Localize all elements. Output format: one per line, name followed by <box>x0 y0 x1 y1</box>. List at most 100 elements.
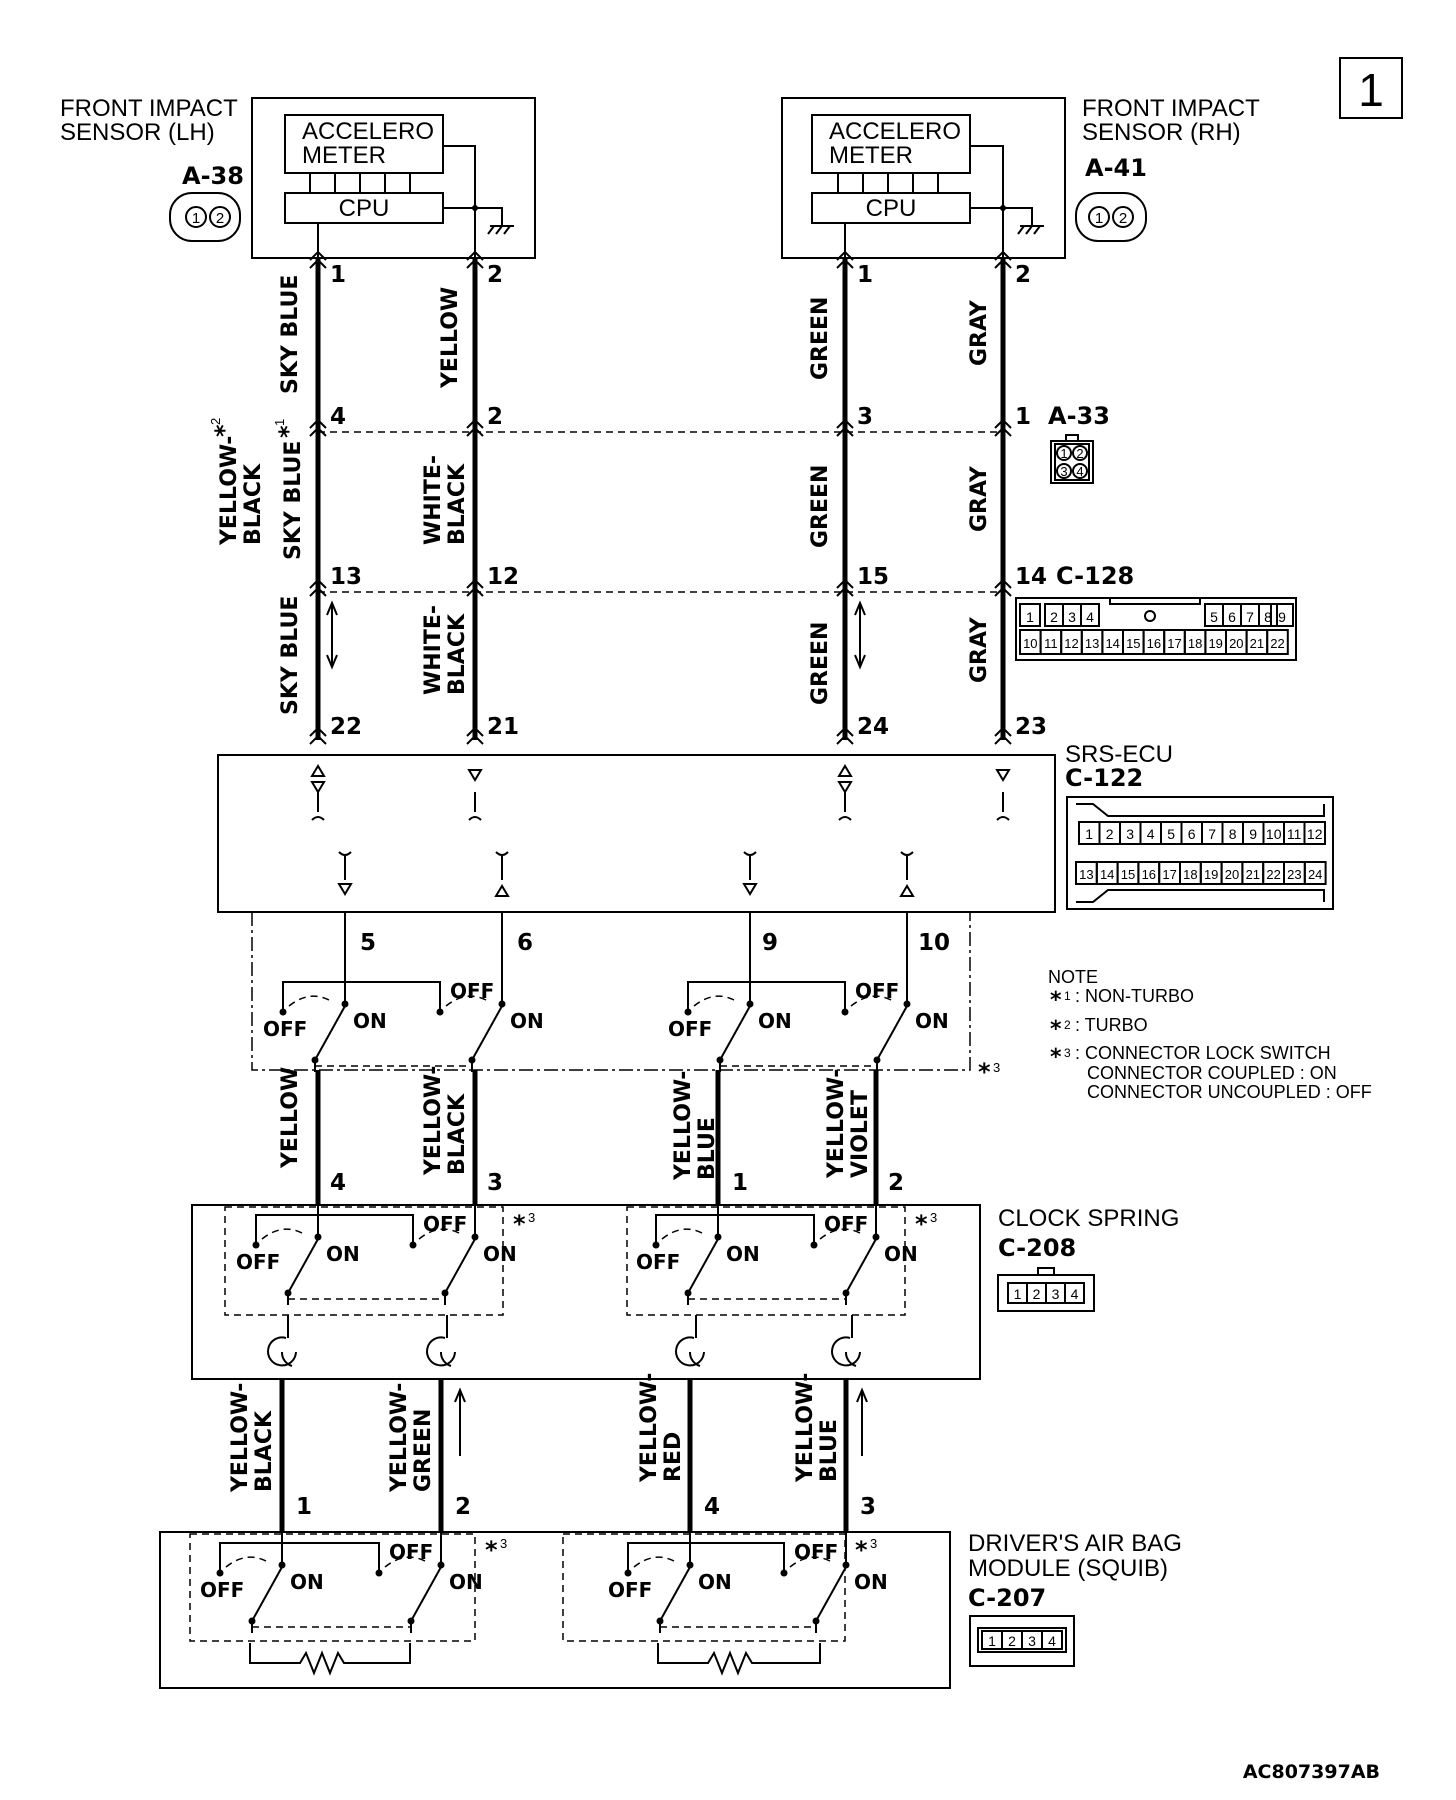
switch-arc <box>661 1228 703 1240</box>
c128-pin-cell <box>1258 603 1278 627</box>
svg-text:4: 4 <box>1071 1286 1079 1302</box>
ecu-io-triangle <box>742 883 758 896</box>
coil-symbol <box>675 1336 705 1367</box>
svg-text:23: 23 <box>1287 867 1301 882</box>
pin-chevron <box>994 250 1012 269</box>
pin-number: 1 <box>296 1494 312 1520</box>
pin-chevron <box>466 418 484 437</box>
direction-arrows-lower <box>454 1387 868 1456</box>
note-item-3-extra-1: CONNECTOR COUPLED : ON <box>1087 1063 1337 1083</box>
wire-color-label: WHITE-BLACK <box>421 455 470 545</box>
svg-text:19: 19 <box>1204 867 1218 882</box>
switch-arc <box>445 995 487 1007</box>
srs-ecu-title: SRS-ECU <box>1065 741 1173 768</box>
switch-contact <box>872 1233 880 1241</box>
svg-text:BLACK: BLACK <box>241 463 266 545</box>
svg-text:YELLOW-: YELLOW- <box>824 1069 849 1179</box>
switch-on-label: ON <box>326 1242 360 1266</box>
svg-text:2: 2 <box>1008 1633 1016 1649</box>
svg-text:3: 3 <box>993 1060 1000 1075</box>
c122-pin-cell <box>1303 821 1326 845</box>
sensor-lh-cpu-label: CPU <box>339 195 390 222</box>
connector-a41-icon: 1 2 <box>1075 192 1147 242</box>
switch-on-label: ON <box>884 1242 918 1266</box>
c128-pin-cell <box>1266 629 1289 655</box>
ecu-wire-break <box>838 792 852 821</box>
connector-a38-label: A-38 <box>182 162 244 190</box>
svg-text:2: 2 <box>216 210 224 227</box>
pin-number: 1 <box>732 1170 748 1196</box>
pin-number: 15 <box>857 564 889 590</box>
note-item-3-extra-2: CONNECTOR UNCOUPLED : OFF <box>1087 1082 1372 1102</box>
svg-text:12: 12 <box>1307 826 1323 842</box>
svg-text:GREEN: GREEN <box>411 1409 436 1492</box>
switch-arc <box>225 1556 267 1568</box>
switch-blade <box>719 1005 751 1061</box>
switch-arc <box>288 995 330 1007</box>
pin-number: 21 <box>487 714 519 740</box>
svg-text:SKY BLUE: SKY BLUE <box>278 275 303 394</box>
switch-on-label: ON <box>353 1009 387 1033</box>
svg-text:2: 2 <box>208 418 223 425</box>
direction-arrow <box>854 600 866 670</box>
wire-color-label: YELLOW-BLUE <box>671 1071 720 1181</box>
pin-chevron <box>836 726 854 745</box>
svg-text:5: 5 <box>1167 826 1175 842</box>
connector-c208-label: C-208 <box>998 1234 1076 1262</box>
switch-off-label: OFF <box>263 1017 307 1041</box>
svg-text:2: 2 <box>1064 1018 1071 1032</box>
svg-text:YELLOW: YELLOW <box>278 1067 303 1169</box>
svg-text:21: 21 <box>1250 636 1264 651</box>
svg-text:2: 2 <box>1076 446 1083 461</box>
lock-switch-mark: * <box>513 1210 526 1238</box>
ecu-wire-break <box>338 851 352 880</box>
svg-text:YELLOW-: YELLOW- <box>671 1071 696 1181</box>
switch-off-label: OFF <box>636 1250 680 1274</box>
lock-switch-mark-sup: 3 <box>930 1210 937 1225</box>
svg-text:VIOLET: VIOLET <box>848 1090 873 1178</box>
svg-text:GREEN: GREEN <box>808 622 833 705</box>
svg-text:2: 2 <box>1050 609 1058 625</box>
switch-off-bar <box>655 1214 815 1245</box>
wire-color-label: YELLOW-BLACK <box>228 1383 277 1493</box>
svg-text:1: 1 <box>1095 210 1103 227</box>
svg-text:1: 1 <box>1026 609 1034 625</box>
ecu-to-clock-spring-wires <box>315 1070 879 1205</box>
drivers-airbag-module: DRIVER'S AIR BAG MODULE (SQUIB) C-207 ON… <box>159 1530 1182 1689</box>
pin-number: 2 <box>487 404 503 430</box>
svg-text:RED: RED <box>661 1432 686 1482</box>
svg-text:22: 22 <box>1266 867 1280 882</box>
wire-color-label: YELLOW-BLUE <box>793 1373 842 1483</box>
ecu-wire-break <box>996 792 1010 821</box>
switch-on-label: ON <box>758 1009 792 1033</box>
switch-blade <box>410 1566 442 1622</box>
sensor-wires <box>309 250 1012 745</box>
svg-text:*: * <box>210 424 238 437</box>
svg-text:6: 6 <box>1188 826 1196 842</box>
svg-text:7: 7 <box>1208 826 1216 842</box>
c208-pin-cell <box>1064 1282 1085 1304</box>
svg-text:2: 2 <box>1106 826 1114 842</box>
switch-blade <box>845 1238 877 1294</box>
clock-spring-to-airbag-wires <box>279 1379 849 1532</box>
switch-contact <box>842 1561 850 1569</box>
sensor-rh-title-2: SENSOR (RH) <box>1082 119 1241 146</box>
wire-color-label: YELLOW-GREEN <box>387 1383 436 1493</box>
switch-off-label: OFF <box>450 979 494 1003</box>
switch-on-label: ON <box>915 1009 949 1033</box>
svg-text:YELLOW-: YELLOW- <box>421 1066 446 1176</box>
svg-text:2: 2 <box>1033 1286 1041 1302</box>
svg-text:9: 9 <box>1249 826 1257 842</box>
connector-a41-label: A-41 <box>1085 154 1147 182</box>
svg-text:15: 15 <box>1126 636 1140 651</box>
coil-symbol <box>267 1336 297 1367</box>
sensor-rh-accel-2: METER <box>829 142 913 169</box>
pin-chevron <box>309 418 327 437</box>
pin-chevron <box>466 250 484 269</box>
switch-off-bar <box>282 981 441 1012</box>
pin-chevron <box>466 578 484 597</box>
